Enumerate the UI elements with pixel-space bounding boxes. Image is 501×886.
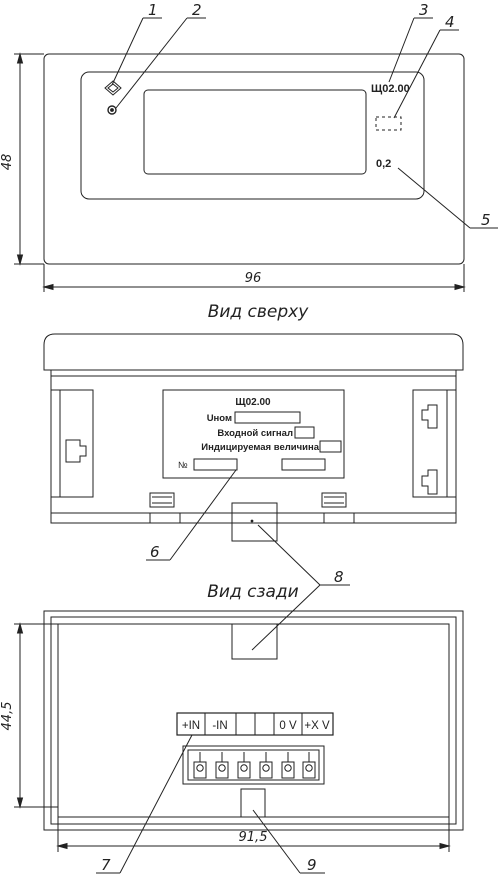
callout-6: 6 — [150, 543, 160, 561]
dim-height-front: 48 — [0, 154, 15, 171]
callout-2: 2 — [192, 1, 202, 19]
terminal-block — [182, 745, 325, 785]
callout-1: 1 — [148, 1, 158, 19]
rear-bottom-tab — [240, 788, 266, 818]
diamond-inner-icon — [107, 83, 119, 93]
terminal-label-1: +IN — [182, 720, 200, 732]
top-view-title: Вид сверху — [208, 302, 310, 322]
front-panel-outline — [43, 53, 465, 265]
led-icon — [107, 105, 117, 115]
terminal-label-6: +X V — [304, 720, 330, 732]
nameplate — [162, 389, 345, 479]
dim-height-rear: 44,5 — [0, 702, 15, 731]
callout-4: 4 — [445, 13, 455, 31]
callout-3: 3 — [419, 1, 429, 19]
nameplate-model: Щ02.00 — [235, 397, 271, 408]
rear-inner-outline — [50, 616, 457, 825]
input-signal-label: Входной сигнал — [217, 428, 293, 439]
rear-view-title: Вид сзади — [207, 582, 298, 602]
display-bezel — [80, 71, 425, 200]
unom-field — [234, 411, 301, 424]
dashed-marker — [375, 116, 402, 131]
bezel-top — [43, 333, 464, 371]
terminal-label-5: 0 V — [279, 720, 297, 732]
number-field-2 — [281, 458, 326, 471]
callout-8: 8 — [334, 568, 344, 586]
callout-5: 5 — [481, 211, 491, 229]
rear-outer-outline — [43, 610, 464, 831]
number-label: № — [178, 460, 188, 470]
screw-terminals — [193, 752, 316, 779]
front-model-label: Щ02.00 — [371, 83, 410, 95]
indicated-field — [319, 440, 342, 453]
top-view — [43, 333, 464, 651]
rear-view — [14, 610, 464, 874]
callout-7: 7 — [101, 856, 111, 874]
diamond-icon — [104, 80, 122, 96]
input-field — [294, 426, 315, 439]
right-mounting-clip — [412, 389, 457, 498]
terminal-label-2: -IN — [212, 720, 227, 732]
connector-tab — [231, 502, 278, 542]
display-window — [143, 89, 367, 175]
callout-9: 9 — [307, 856, 317, 874]
number-field-1 — [193, 458, 238, 471]
dim-width-rear: 91,5 — [239, 830, 268, 845]
front-view — [14, 17, 498, 292]
accuracy-class-label: 0,2 — [376, 158, 391, 170]
rear-body — [57, 623, 450, 818]
indicated-value-label: Индицируемая величина — [201, 442, 319, 453]
unom-label: Uном — [207, 413, 232, 424]
left-mounting-clip — [50, 389, 94, 498]
rear-top-tab — [231, 623, 278, 660]
dim-width-front: 96 — [245, 271, 262, 286]
